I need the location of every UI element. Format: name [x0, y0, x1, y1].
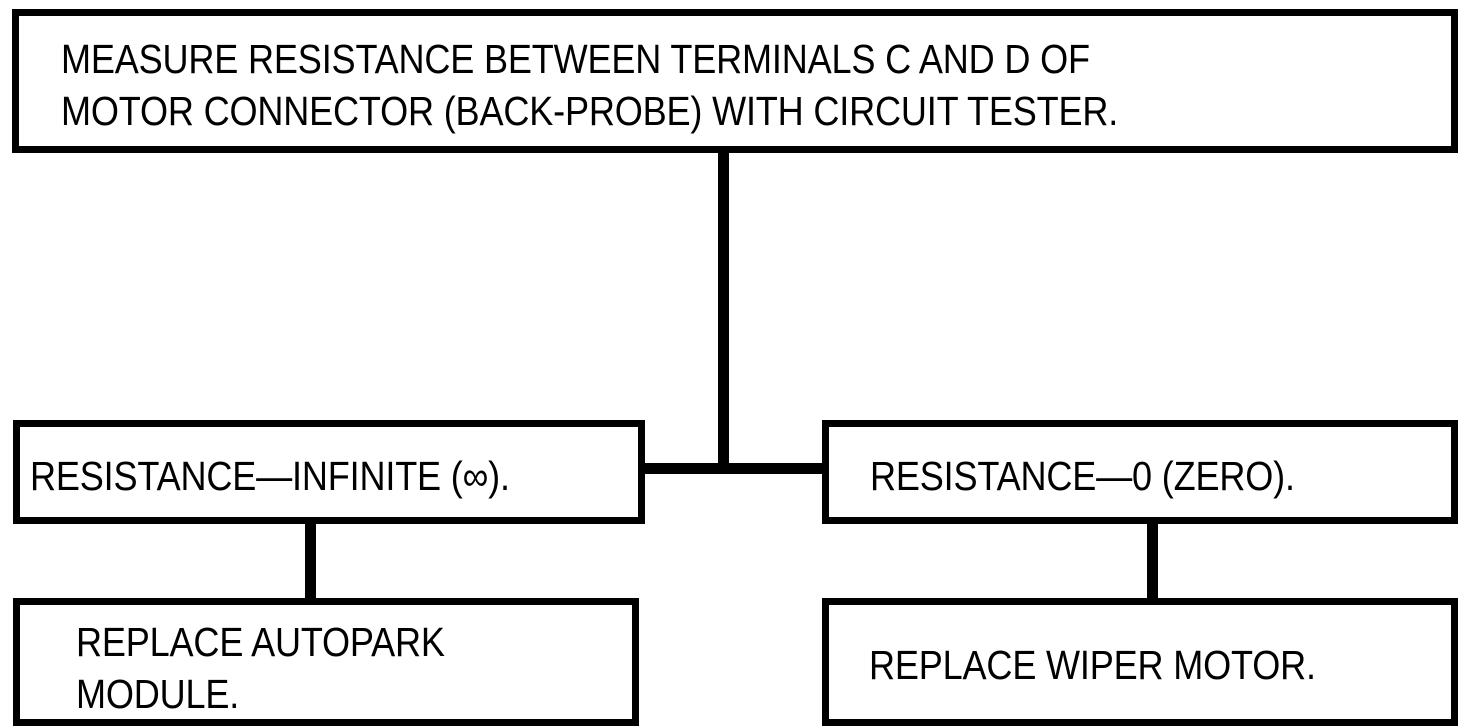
connector-zero-to-wiper [1147, 518, 1158, 604]
node-replace-wiper-motor: REPLACE WIPER MOTOR. [822, 598, 1458, 726]
connector-infinite-to-autopark [305, 518, 316, 604]
connector-split-horizontal [639, 463, 829, 474]
connector-measure-to-split [718, 150, 729, 472]
node-resistance-infinite: RESISTANCE—INFINITE (∞). [13, 420, 645, 524]
node-replace-wiper-motor-label: REPLACE WIPER MOTOR. [869, 642, 1316, 688]
node-resistance-zero-label: RESISTANCE—0 (ZERO). [870, 453, 1295, 499]
node-measure-resistance-label: MEASURE RESISTANCE BETWEEN TERMINALS C A… [61, 36, 1119, 135]
node-resistance-zero: RESISTANCE—0 (ZERO). [822, 420, 1458, 524]
node-replace-autopark-module: REPLACE AUTOPARK MODULE. [13, 598, 639, 726]
node-measure-resistance: MEASURE RESISTANCE BETWEEN TERMINALS C A… [12, 9, 1458, 153]
node-resistance-infinite-label: RESISTANCE—INFINITE (∞). [30, 453, 510, 499]
node-replace-autopark-module-label: REPLACE AUTOPARK MODULE. [76, 619, 445, 718]
